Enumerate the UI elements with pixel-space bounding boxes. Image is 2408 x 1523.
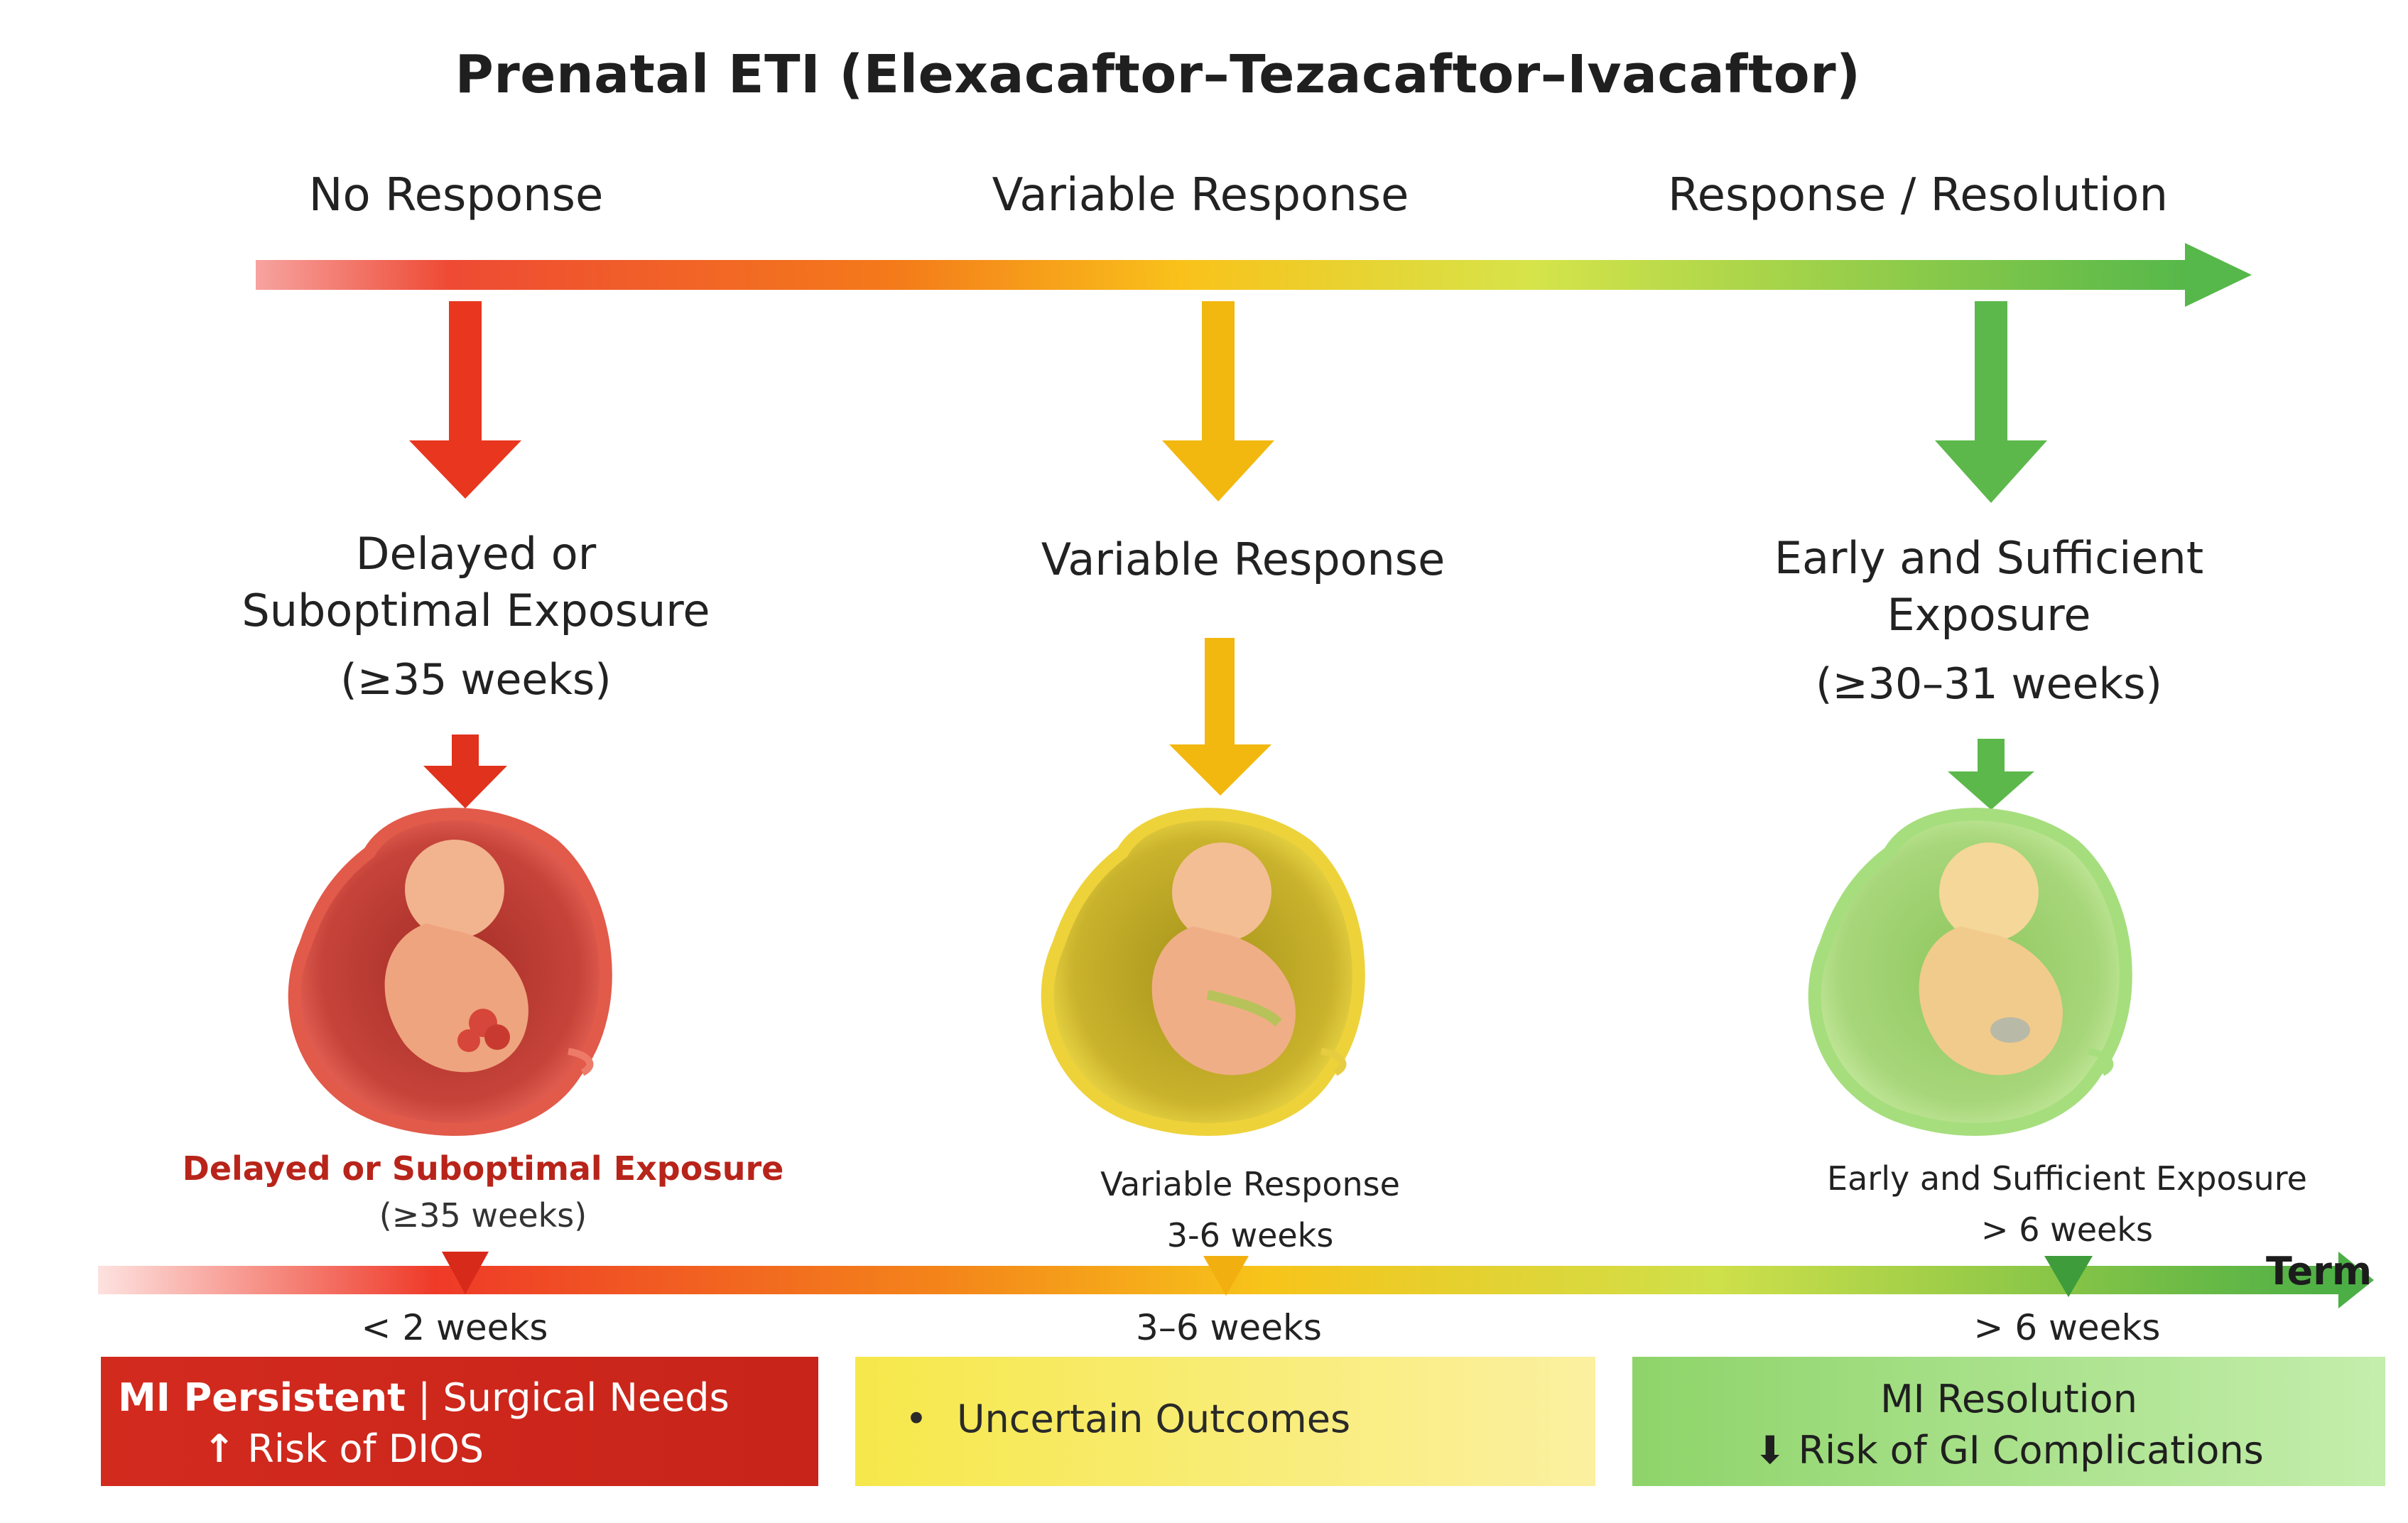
response-label-variable: Variable Response [992,169,1409,222]
fetus-yellow-icon [1041,808,1365,1136]
fetus-range-early: > 6 weeks [1981,1210,2153,1249]
outcome-red-line1: MI Persistent | Surgical Needs [118,1372,801,1424]
outcome-green-gi: Risk of GI Complications [1786,1428,2264,1473]
outcome-green-line1: MI Resolution [1880,1377,2137,1421]
arrow-down-icon: ⬇ [1754,1428,1786,1473]
red-arrow-small [423,735,507,808]
stage-range-delayed: (≥35 weeks) [340,655,612,705]
response-label-none: No Response [308,169,604,222]
fetus-label-variable: Variable Response [1100,1165,1400,1203]
green-arrow-small [1948,739,2034,810]
outcome-yellow-text: Uncertain Outcomes [957,1397,1351,1441]
outcome-box-yellow: • Uncertain Outcomes [855,1357,1595,1486]
timeline-marker-green [2044,1256,2093,1297]
arrow-up-icon: ↑ [203,1426,236,1471]
timeline-term-label: Term [2266,1249,2372,1294]
outcome-box-green: MI Resolution ⬇ Risk of GI Complications [1632,1357,2385,1486]
stage-title-early: Early and Sufficient Exposure [1774,532,2204,641]
fetus-red-icon [288,808,612,1136]
timeline-marker-red [442,1252,489,1294]
timeline-label-yellow: 3–6 weeks [1136,1307,1322,1348]
red-arrow-top [409,301,521,499]
outcome-red-surgical: Surgical Needs [443,1375,730,1420]
bullet-icon: • [905,1397,928,1441]
stage-title-delayed: Delayed or Suboptimal Exposure [242,528,710,636]
outcome-red-mi-persistent: MI Persistent [118,1375,406,1420]
response-scale-arrow [256,243,2252,307]
outcome-green-line2: ⬇ Risk of GI Complications [1647,1425,2371,1476]
fetus-label-delayed: Delayed or Suboptimal Exposure [182,1149,784,1188]
green-arrow-top [1935,301,2047,503]
yellow-arrow-mid [1169,638,1271,796]
timeline-label-green: > 6 weeks [1973,1307,2161,1348]
page-title: Prenatal ETI (Elexacaftor–Tezacaftor–Iva… [455,44,1861,105]
response-label-resolution: Response / Resolution [1667,169,2169,222]
fetus-range-delayed: (≥35 weeks) [379,1196,587,1235]
outcome-box-red: MI Persistent | Surgical Needs ↑ Risk of… [101,1357,818,1486]
fetus-green-icon [1808,808,2132,1136]
outcome-red-line2: ↑ Risk of DIOS [118,1424,801,1475]
outcome-red-separator: | [405,1375,443,1420]
stage-title-variable: Variable Response [1041,533,1446,585]
timeline-marker-yellow [1203,1256,1249,1296]
timeline-label-red: < 2 weeks [361,1307,548,1348]
fetus-label-early: Early and Sufficient Exposure [1827,1159,2307,1198]
fetus-range-variable: 3-6 weeks [1166,1216,1334,1254]
outcome-red-dios: Risk of DIOS [235,1426,484,1471]
stage-range-early: (≥30–31 weeks) [1816,659,2162,709]
yellow-arrow-top [1162,301,1274,502]
